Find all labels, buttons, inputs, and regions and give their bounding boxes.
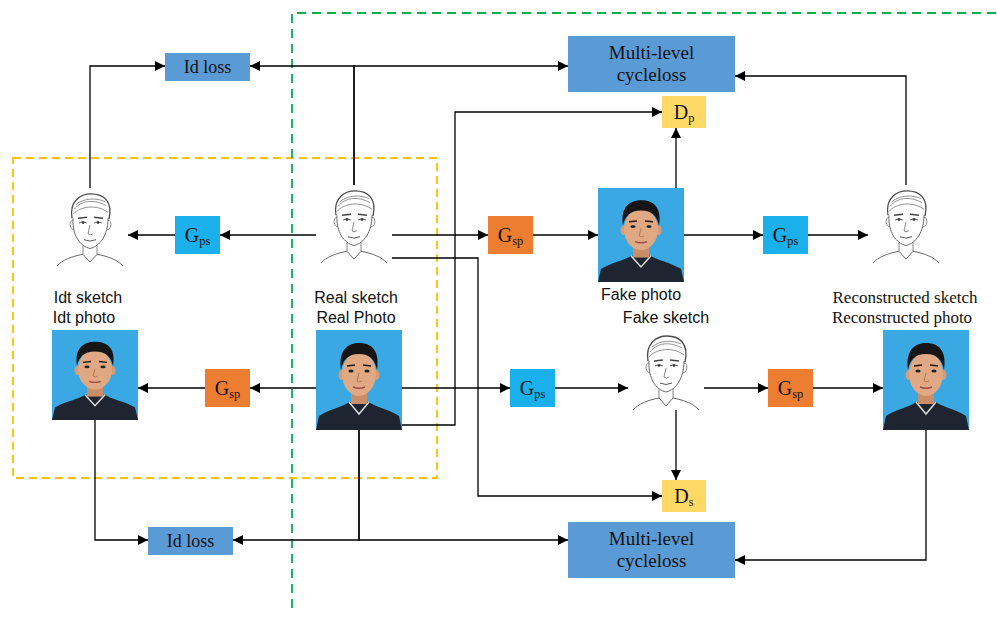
image-area — [868, 185, 944, 263]
image-area — [316, 185, 392, 263]
connector-arrow — [250, 66, 354, 185]
node-label: Gsp — [215, 376, 240, 400]
subscript: sp — [512, 234, 523, 248]
node-label: Fake sketch — [623, 309, 709, 327]
connector-arrow — [735, 76, 906, 185]
image-area — [628, 330, 704, 410]
connector-arrow — [555, 387, 628, 388]
connector-arrow — [808, 234, 868, 235]
node-label: Idt photo — [53, 309, 115, 327]
node-label: Gps — [185, 223, 210, 247]
node-label: Real sketch — [314, 289, 398, 307]
subscript: p — [688, 111, 694, 125]
connector-arrow — [684, 234, 763, 235]
image-node: Fake photo — [598, 188, 684, 304]
connector-arrow — [675, 410, 676, 480]
image-area — [883, 330, 969, 430]
subscript: ps — [534, 387, 545, 401]
node-label: Id loss — [167, 530, 215, 552]
connector-arrow — [90, 66, 165, 188]
discriminator-box: Ds — [662, 480, 706, 512]
node-label: Gsp — [778, 376, 803, 400]
connector-arrow — [220, 234, 316, 235]
connector-arrow — [95, 420, 148, 540]
image-area — [316, 330, 402, 430]
caption: Idt photo — [53, 309, 115, 327]
generator-box: Gps — [763, 216, 808, 254]
caption: Reconstructed sketch — [833, 289, 978, 307]
photo-image — [883, 330, 969, 430]
caption: Real sketch — [314, 289, 398, 307]
node-label: Id loss — [184, 56, 232, 78]
image-node: Reconstructed sketch — [833, 185, 978, 307]
node-label: Idt sketch — [54, 289, 122, 307]
node-label: Real Photo — [316, 309, 395, 327]
image-node: Idt sketch — [52, 188, 128, 307]
loss-box: Id loss — [165, 53, 250, 81]
sketch-image — [868, 185, 944, 263]
photo-image — [598, 188, 684, 282]
sketch-image — [628, 330, 704, 410]
connector-arrow — [392, 234, 488, 235]
connector-arrow — [233, 430, 359, 540]
image-node: Reconstructed photo — [832, 309, 973, 430]
connector-arrow — [359, 430, 568, 540]
generator-box: Gps — [510, 369, 555, 407]
image-node: Idt photo — [52, 309, 138, 420]
sketch-image — [316, 185, 392, 263]
node-label: Reconstructed sketch — [833, 289, 978, 307]
caption: Fake sketch — [623, 309, 709, 327]
connector-arrow — [735, 430, 926, 560]
connector-arrow — [675, 128, 676, 188]
generator-box: Gsp — [768, 369, 813, 407]
node-label: Gsp — [498, 223, 523, 247]
loss-box: Id loss — [148, 527, 233, 555]
sketch-image — [52, 188, 128, 266]
connector-arrow — [704, 387, 768, 388]
caption: Fake photo — [601, 286, 681, 304]
connector-arrow — [250, 387, 316, 388]
node-label: Reconstructed photo — [832, 309, 972, 327]
loss-box: Multi-level cycleloss — [568, 36, 735, 92]
photo-image — [52, 330, 138, 420]
image-node: Fake sketch — [623, 309, 710, 410]
connector-arrow — [813, 387, 883, 388]
node-label: Fake photo — [601, 286, 681, 304]
node-label: Multi-level cycleloss — [596, 528, 708, 572]
generator-box: Gsp — [205, 369, 250, 407]
node-label: Multi-level cycleloss — [596, 42, 708, 86]
connector-arrow — [402, 112, 662, 425]
connector-arrow — [533, 234, 598, 235]
subscript: ps — [787, 234, 798, 248]
image-area — [598, 188, 684, 282]
caption: Real Photo — [316, 309, 395, 327]
loss-box: Multi-level cycleloss — [568, 522, 735, 578]
discriminator-box: Dp — [662, 96, 706, 128]
image-area — [52, 330, 138, 420]
dashed-region — [13, 158, 437, 478]
image-area — [52, 188, 128, 266]
subscript: ps — [199, 234, 210, 248]
connector-arrow — [128, 234, 175, 235]
image-node: Real Photo — [316, 309, 402, 430]
photo-image — [316, 330, 402, 430]
subscript: sp — [229, 387, 240, 401]
connector-arrow — [354, 66, 568, 185]
generator-box: Gsp — [488, 216, 533, 254]
generator-box: Gps — [175, 216, 220, 254]
connector-arrow — [402, 387, 510, 388]
node-label: Dp — [674, 100, 695, 124]
node-label: Ds — [674, 484, 693, 508]
node-label: Gps — [773, 223, 798, 247]
caption: Idt sketch — [54, 289, 122, 307]
subscript: s — [689, 495, 694, 509]
dashed-region — [292, 13, 997, 608]
connector-arrow — [138, 387, 205, 388]
subscript: sp — [792, 387, 803, 401]
image-node: Real sketch — [314, 185, 398, 307]
node-label: Gps — [520, 376, 545, 400]
caption: Reconstructed photo — [832, 309, 972, 327]
